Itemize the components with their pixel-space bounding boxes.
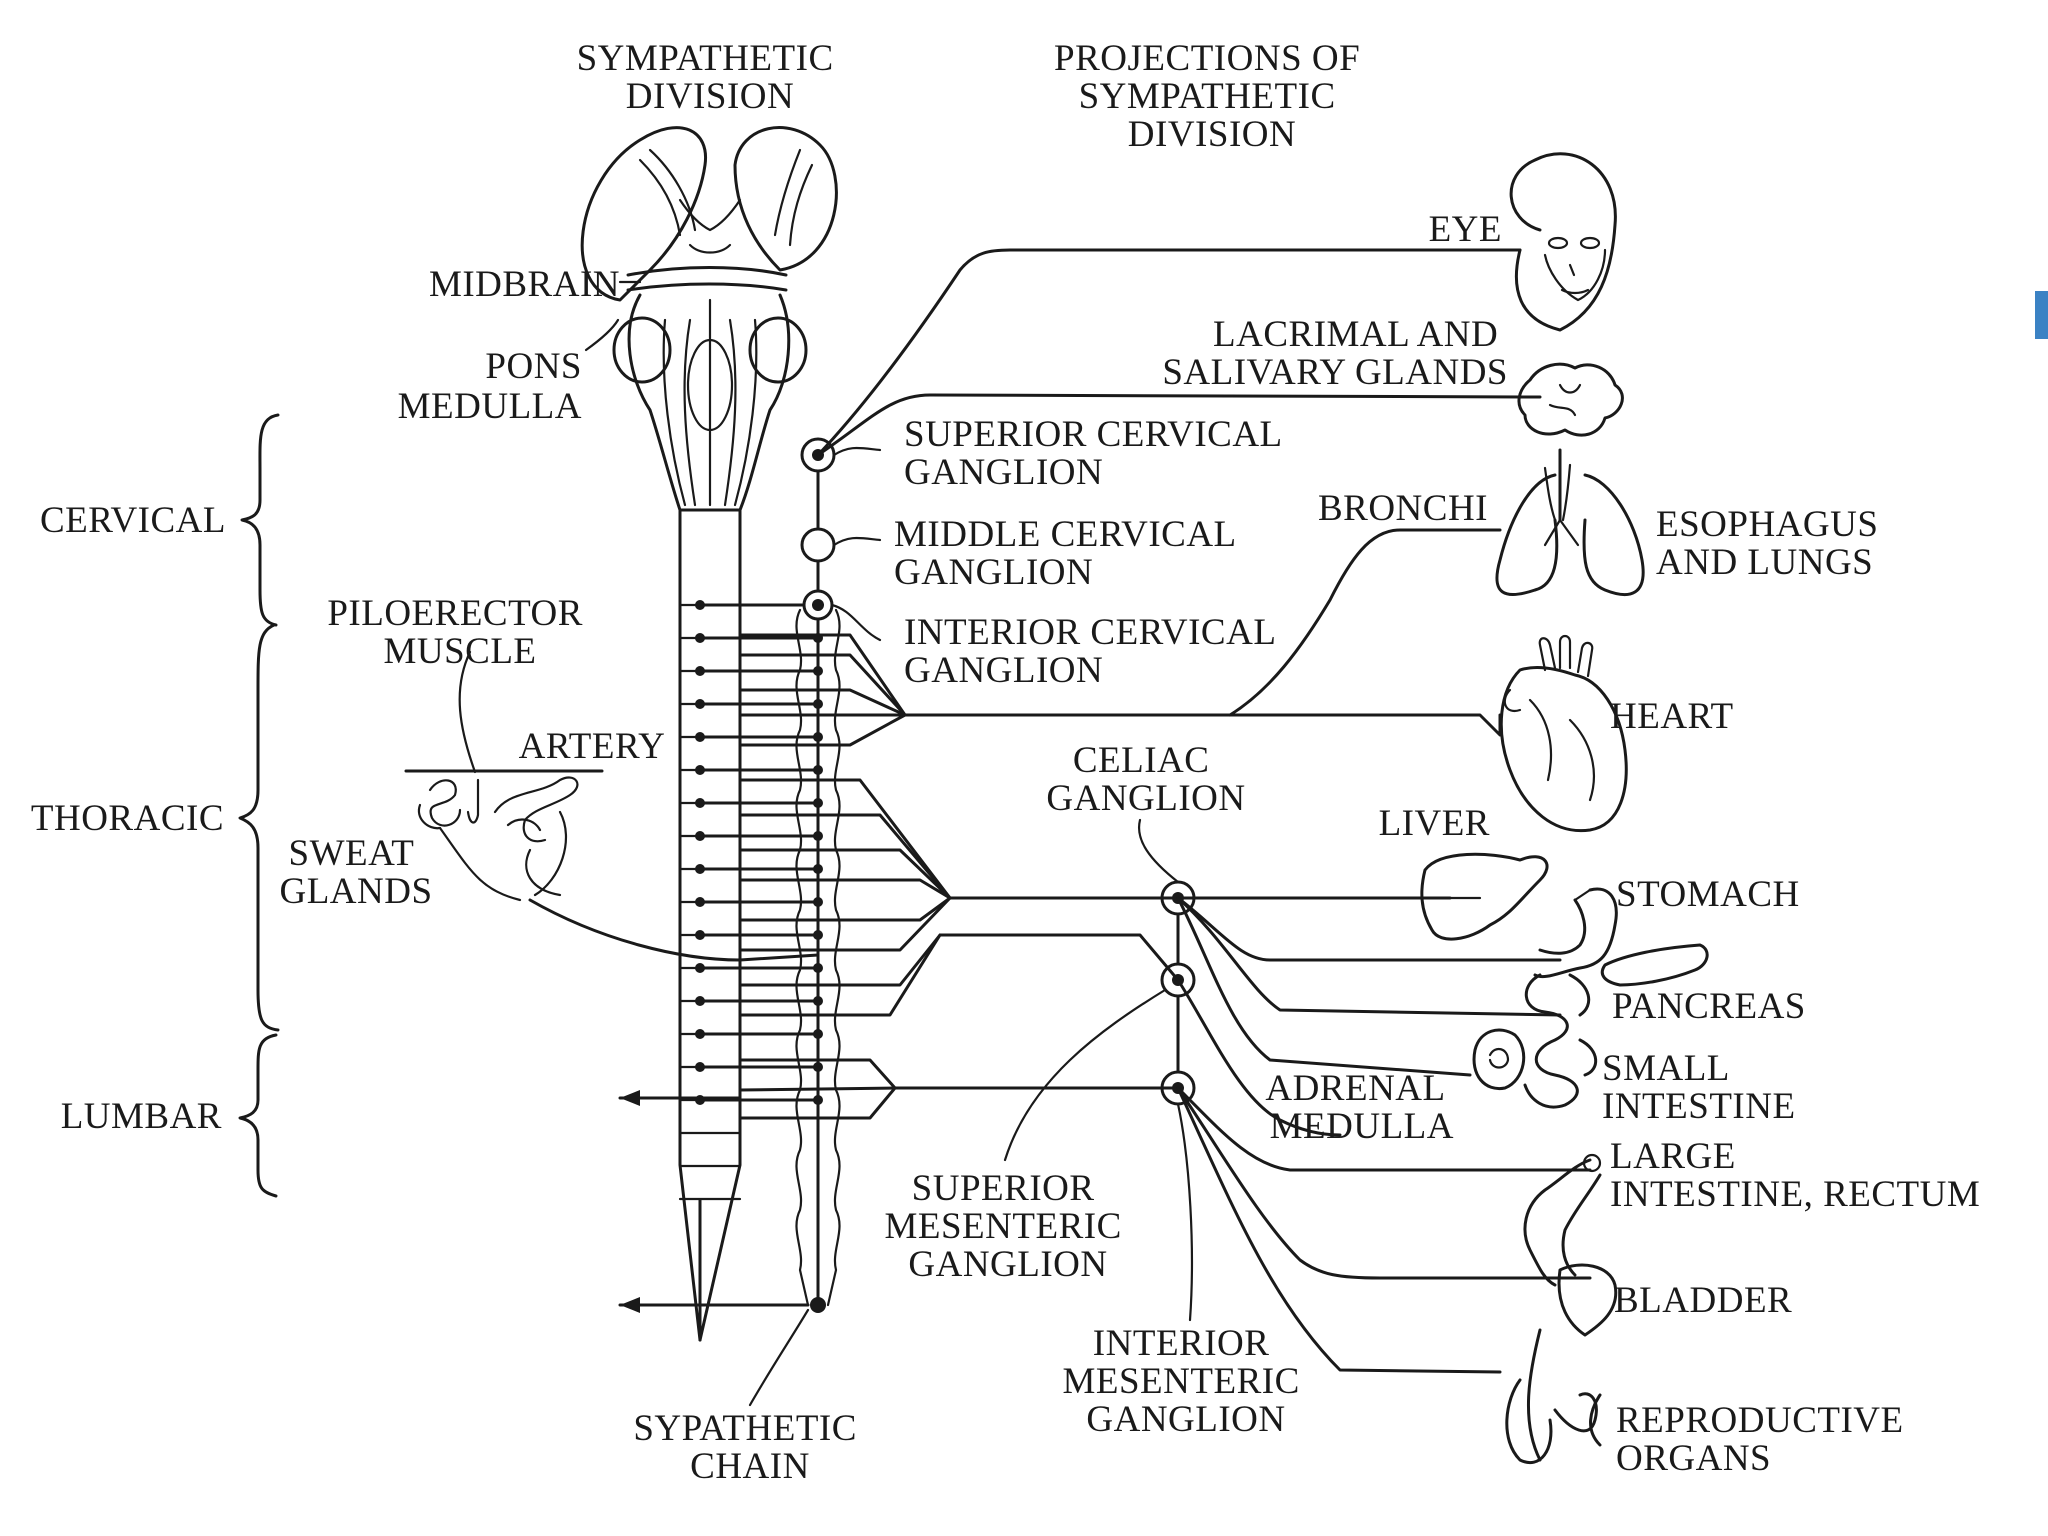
chain-ganglion-dot — [813, 996, 823, 1006]
chain-ganglion-dot — [813, 930, 823, 940]
label-superior-mesenteric-ganglion: SUPERIOR MESENTERIC GANGLION — [884, 1168, 1131, 1285]
label-artery: ARTERY — [519, 726, 666, 767]
chain-ganglion-dot — [813, 732, 823, 742]
label-sympathetic-chain: SYPATHETIC CHAIN — [633, 1408, 866, 1487]
chain-ganglion-dot — [813, 699, 823, 709]
preganglionic-origin-dot — [695, 732, 705, 742]
chain-ganglion-dot — [813, 864, 823, 874]
preganglionic-origin-dot — [695, 798, 705, 808]
ganglion-labels: SUPERIOR CERVICAL GANGLION MIDDLE CERVIC… — [894, 414, 1291, 691]
label-cervical: CERVICAL — [40, 500, 226, 541]
small-intestine-icon — [1523, 973, 1598, 1109]
preganglionic-origin-dot — [695, 765, 705, 775]
stomach-icon — [1533, 887, 1618, 979]
label-lacrimal-salivary: LACRIMAL AND SALIVARY GLANDS — [1162, 314, 1508, 393]
preganglionic-origin-dot — [695, 699, 705, 709]
large-intestine-icon — [1523, 1153, 1602, 1287]
reproductive-organs-icon — [1505, 1328, 1602, 1464]
nerve-paths — [584, 248, 1592, 1407]
preganglionic-origin-dot — [695, 600, 705, 610]
label-interior-mesenteric-ganglion: INTERIOR MESENTERIC GANGLION — [1062, 1323, 1309, 1440]
chain-ganglion-dot — [813, 666, 823, 676]
preganglionic-origin-dot — [695, 1029, 705, 1039]
chain-ganglion-dot — [813, 963, 823, 973]
label-esophagus-lungs: ESOPHAGUS AND LUNGS — [1656, 504, 1888, 583]
brainstem-illustration — [580, 126, 838, 512]
chain-ganglion-dot — [813, 765, 823, 775]
preganglionic-origin-dot — [695, 963, 705, 973]
label-celiac-ganglion: CELIAC GANGLION — [1046, 740, 1245, 819]
preganglionic-origin-dot — [695, 666, 705, 676]
label-bronchi: BRONCHI — [1318, 488, 1488, 529]
skin-effectors — [404, 650, 820, 962]
spinal-cord — [678, 508, 742, 1342]
edge-accent-marker — [2035, 291, 2048, 339]
adrenal-medulla-icon — [1472, 1028, 1526, 1091]
lungs-icon — [1495, 448, 1645, 597]
label-reproductive-organs: REPRODUCTIVE ORGANS — [1616, 1400, 1913, 1479]
chain-ganglion-dot — [813, 1095, 823, 1105]
preganglionic-origin-dot — [695, 864, 705, 874]
prevertebral-ganglia — [1160, 880, 1196, 1106]
label-adrenal-medulla: ADRENAL MEDULLA — [1265, 1068, 1454, 1147]
bladder-icon — [1557, 1263, 1618, 1337]
preganglionic-origin-dot — [695, 930, 705, 940]
organ-labels-far-right: ESOPHAGUS AND LUNGS HEART STOMACH PANCRE… — [1602, 504, 1980, 1479]
preganglionic-origin-dot — [695, 633, 705, 643]
chain-ganglion-dot — [813, 1029, 823, 1039]
chain-rami — [695, 600, 823, 1105]
title-sympathetic-division: SYMPATHETIC DIVISION — [577, 38, 844, 117]
title-projections: PROJECTIONS OF SYMPATHETIC DIVISION — [1054, 38, 1370, 155]
label-lumbar: LUMBAR — [61, 1096, 222, 1137]
label-sweat-glands: SWEAT GLANDS — [279, 833, 432, 912]
left-labels: MIDBRAIN PONS MEDULLA CERVICAL THORACIC … — [31, 264, 620, 1137]
label-heart: HEART — [1610, 696, 1734, 737]
preganglionic-origin-dot — [695, 831, 705, 841]
label-pancreas: PANCREAS — [1612, 986, 1806, 1027]
lacrimal-salivary-gland-icon — [1517, 362, 1624, 437]
liver-icon — [1420, 852, 1549, 941]
label-superior-cervical-ganglion: SUPERIOR CERVICAL GANGLION — [904, 414, 1291, 493]
label-midbrain: MIDBRAIN — [429, 264, 620, 305]
chain-ganglion-dot — [813, 897, 823, 907]
chain-ganglion-dot — [813, 831, 823, 841]
label-pons: PONS — [485, 346, 582, 387]
mid-labels: PILOERECTOR MUSCLE ARTERY SWEAT GLANDS C… — [279, 593, 1309, 1487]
label-medulla: MEDULLA — [398, 386, 582, 427]
label-liver: LIVER — [1379, 803, 1490, 844]
pancreas-icon — [1600, 943, 1709, 987]
label-eye: EYE — [1429, 209, 1502, 250]
label-bladder: BLADDER — [1614, 1280, 1792, 1321]
label-middle-cervical-ganglion: MIDDLE CERVICAL GANGLION — [894, 514, 1245, 593]
preganglionic-origin-dot — [695, 897, 705, 907]
region-braces — [238, 413, 280, 1198]
preganglionic-origin-dot — [695, 996, 705, 1006]
heart-icon — [1499, 634, 1628, 833]
chain-ganglion-dot — [813, 798, 823, 808]
label-piloerector-muscle: PILOERECTOR MUSCLE — [327, 593, 592, 672]
label-stomach: STOMACH — [1616, 874, 1800, 915]
preganglionic-origin-dot — [695, 1062, 705, 1072]
eye-face-icon — [1509, 152, 1617, 332]
organ-labels-right: EYE LACRIMAL AND SALIVARY GLANDS BRONCHI… — [1162, 209, 1508, 1147]
label-large-intestine-rectum: LARGE INTESTINE, RECTUM — [1610, 1136, 1980, 1215]
labels: SYMPATHETIC DIVISION PROJECTIONS OF SYMP… — [577, 38, 1370, 155]
label-small-intestine: SMALL INTESTINE — [1602, 1048, 1796, 1127]
chain-ganglion-dot — [813, 1062, 823, 1072]
label-interior-cervical-ganglion: INTERIOR CERVICAL GANGLION — [904, 612, 1285, 691]
label-thoracic: THORACIC — [31, 798, 224, 839]
